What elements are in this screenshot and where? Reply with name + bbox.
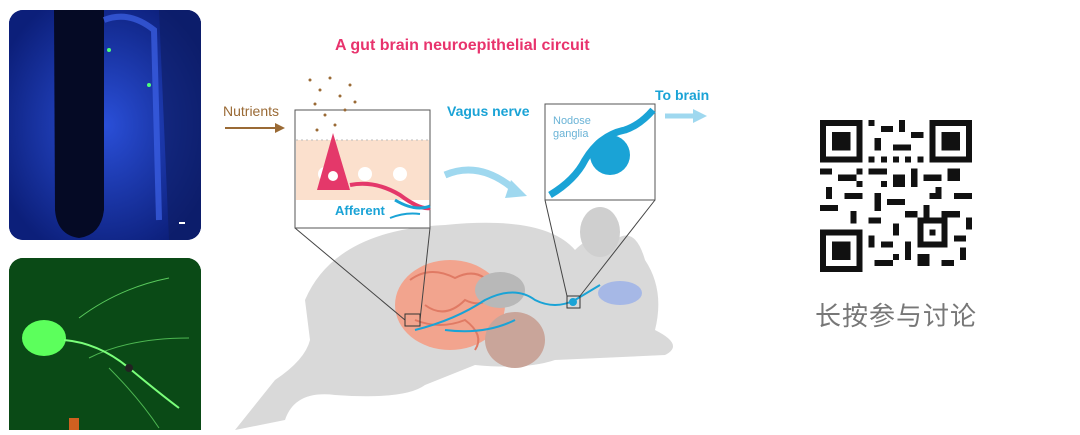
vagus-nerve-label: Vagus nerve bbox=[447, 103, 530, 119]
nutrients-arrow bbox=[225, 123, 285, 133]
qr-caption: 长按参与讨论 bbox=[814, 302, 977, 332]
to-brain-label: To brain bbox=[655, 87, 709, 103]
gut-brain-circuit-diagram: A gut brain neuroepithelial circuit bbox=[215, 0, 720, 430]
vagus-flow-arrow bbox=[443, 166, 527, 198]
zoom-box-nodose-ganglia bbox=[544, 103, 656, 309]
zoom-box-epithelium bbox=[294, 109, 431, 327]
microscopy-image-villus bbox=[9, 10, 201, 240]
nodose-label-line2: ganglia bbox=[553, 128, 589, 140]
afferent-arrow bbox=[389, 212, 421, 219]
to-brain-arrow bbox=[665, 109, 707, 123]
vagus-nerve-path bbox=[414, 284, 601, 331]
qr-code-icon[interactable] bbox=[820, 120, 972, 272]
diagram-title: A gut brain neuroepithelial circuit bbox=[335, 37, 590, 54]
microscopy-image-neuron bbox=[9, 258, 201, 430]
nodose-label-line1: Nodose bbox=[553, 115, 591, 127]
nutrient-particles bbox=[308, 76, 357, 132]
afferent-label: Afferent bbox=[335, 203, 386, 218]
nutrients-label: Nutrients bbox=[223, 103, 279, 119]
mouse-brain bbox=[598, 281, 642, 305]
